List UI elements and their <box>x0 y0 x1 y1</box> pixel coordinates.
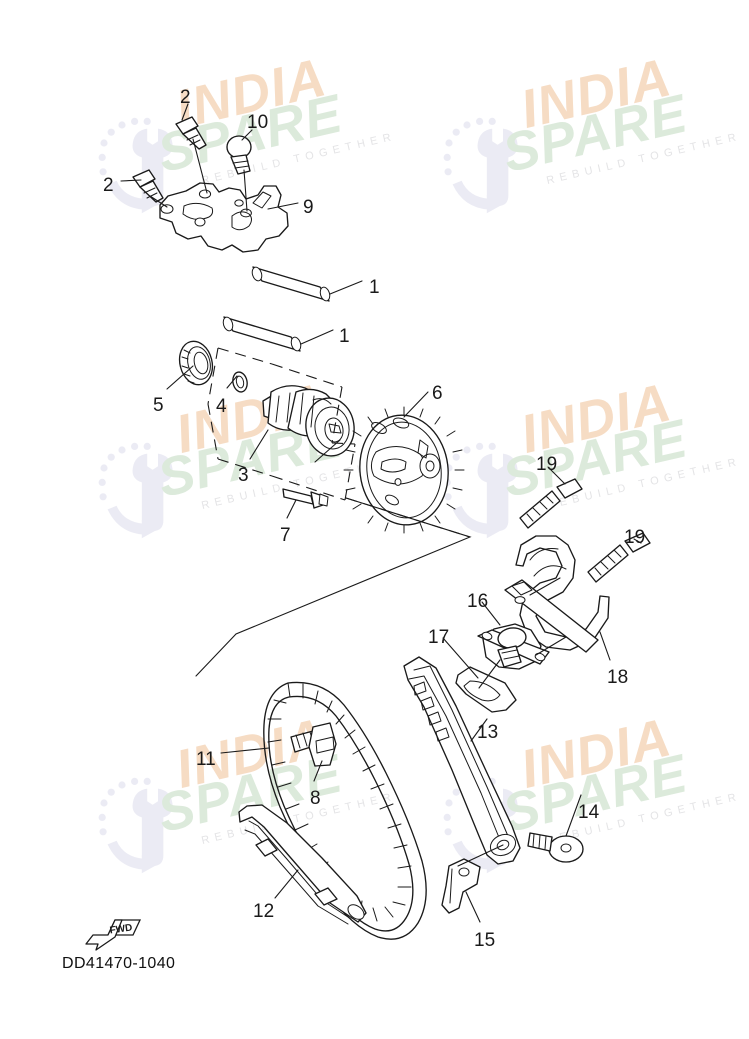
callout-number-9: 9 <box>303 197 314 218</box>
part-1-rocker-shaft-upper <box>251 266 331 302</box>
part-6-cam-sprocket <box>343 406 465 534</box>
callout-number-5: 5 <box>153 395 164 416</box>
part-19-bolt-lower <box>587 532 651 583</box>
part-17-gasket <box>455 666 517 713</box>
callout-number-4: 4 <box>216 396 227 417</box>
callout-number-1: 1 <box>339 326 350 347</box>
callout-number-17: 17 <box>428 627 450 648</box>
exploded-connector <box>195 497 472 677</box>
callout-number-19: 19 <box>536 454 558 475</box>
callout-number-8: 8 <box>310 788 321 809</box>
part-8-bolt <box>290 722 337 767</box>
callout-number-2: 2 <box>180 87 191 108</box>
fwd-arrow-icon: FWD <box>85 919 142 951</box>
callout-number-16: 16 <box>467 591 489 612</box>
callout-number-14: 14 <box>578 802 600 823</box>
callout-number-18: 18 <box>607 667 629 688</box>
part-1-rocker-shaft-lower <box>222 316 302 352</box>
part-9-camshaft-holder <box>159 182 289 253</box>
callout-number-10: 10 <box>247 112 269 133</box>
callout-number-3: 3 <box>238 465 249 486</box>
callout-number-1: 1 <box>369 277 380 298</box>
part-2-bolt-upper <box>175 116 207 150</box>
part-15-guide-stopper <box>441 858 481 914</box>
svg-text:FWD: FWD <box>109 922 133 936</box>
part-5-bearing <box>178 340 214 386</box>
part-12-chain-slider <box>238 804 367 925</box>
part-19-bolt-upper <box>519 478 583 529</box>
callout-number-11: 11 <box>196 749 216 770</box>
part-3-camshaft <box>262 385 355 457</box>
part-2-bolt-lower <box>132 169 164 203</box>
callout-number-6: 6 <box>432 383 443 404</box>
callout-number-2: 2 <box>103 175 114 196</box>
callout-number-12: 12 <box>253 901 275 922</box>
part-4-o-ring <box>232 371 248 393</box>
callout-number-13: 13 <box>477 722 499 743</box>
callout-number-7: 7 <box>280 525 291 546</box>
part-7-decompression-pin <box>282 488 329 509</box>
part-16-chain-tensioner <box>477 623 550 670</box>
part-number-label: DD41470-1040 <box>62 955 176 972</box>
part-10-bolt <box>226 135 252 175</box>
part-14-bolt <box>527 832 584 863</box>
callout-number-15: 15 <box>474 930 496 951</box>
part-11-timing-chain <box>263 681 427 940</box>
callout-number-19: 19 <box>624 527 646 548</box>
